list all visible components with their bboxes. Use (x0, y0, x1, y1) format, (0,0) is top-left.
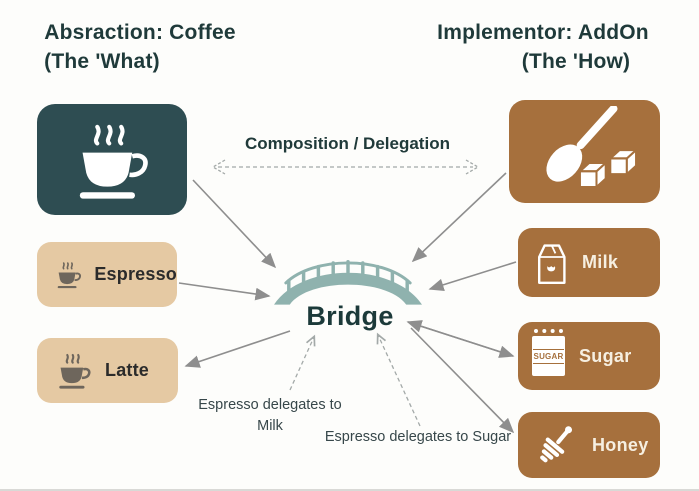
milk-delegation-note: Espresso delegates to Milk (180, 395, 360, 437)
latte-cup-icon (59, 353, 91, 389)
arrow-bridge-to-latte (184, 330, 291, 368)
milk-label: Milk (582, 252, 619, 272)
spoon-sugar-icon (545, 105, 637, 188)
bridge-label: Bridge (306, 301, 394, 331)
arrow-sugar-to-bridge (406, 320, 514, 357)
bridge-icon (274, 249, 422, 305)
sugar-box: SUGAR Sugar (518, 322, 660, 390)
honey-box: Honey (518, 412, 660, 478)
latte-label: Latte (105, 360, 150, 380)
abstraction-title-line1: Absraction: Coffee (44, 21, 236, 44)
arrow-bridge-to-honey (410, 327, 515, 434)
sugar-packet-text: SUGAR (532, 348, 565, 364)
implementor-title-line2: (The 'How) (521, 50, 631, 73)
arrow-bridge-to-sugar (407, 321, 515, 358)
dashed-arrow-milknote-to-bridge (289, 334, 316, 391)
sugar-delegation-note: Espresso delegates to Sugar (324, 429, 512, 445)
composition-delegation-label: Composition / Delegation (245, 134, 450, 153)
composition-arrowhead-left-icon (211, 159, 226, 175)
coffee-cup-icon (79, 124, 148, 199)
espresso-box: Espresso (37, 242, 177, 307)
arrow-espresso-to-bridge (178, 282, 271, 301)
milk-delegation-note-line2: Milk (257, 418, 283, 434)
sugar-label: Sugar (579, 345, 632, 366)
espresso-label: Espresso (94, 264, 177, 284)
milk-carton-icon (538, 243, 566, 284)
espresso-cup-icon (57, 261, 82, 288)
composition-arrowhead-right-icon (465, 159, 480, 175)
honey-label: Honey (592, 434, 649, 455)
coffee-box (37, 104, 187, 215)
dashed-arrow-sugarnote-to-bridge (376, 332, 421, 427)
arrow-spoon-to-bridge (411, 172, 507, 263)
abstraction-title-line2: (The 'What) (44, 50, 160, 73)
sugar-packet-icon: SUGAR (532, 329, 565, 376)
arrow-milk-to-bridge (428, 261, 517, 292)
implementor-title: Implementor: AddOn (The 'How) (403, 18, 683, 76)
latte-box: Latte (37, 338, 178, 403)
implementor-title-line1: Implementor: AddOn (437, 21, 649, 44)
spoon-box (509, 100, 660, 203)
milk-box: Milk (518, 228, 660, 297)
arrow-coffee-to-bridge (192, 179, 277, 269)
milk-delegation-note-line1: Espresso delegates to (198, 397, 342, 413)
honey-dipper-icon (540, 426, 573, 463)
abstraction-title: Absraction: Coffee (The 'What) (5, 18, 275, 76)
